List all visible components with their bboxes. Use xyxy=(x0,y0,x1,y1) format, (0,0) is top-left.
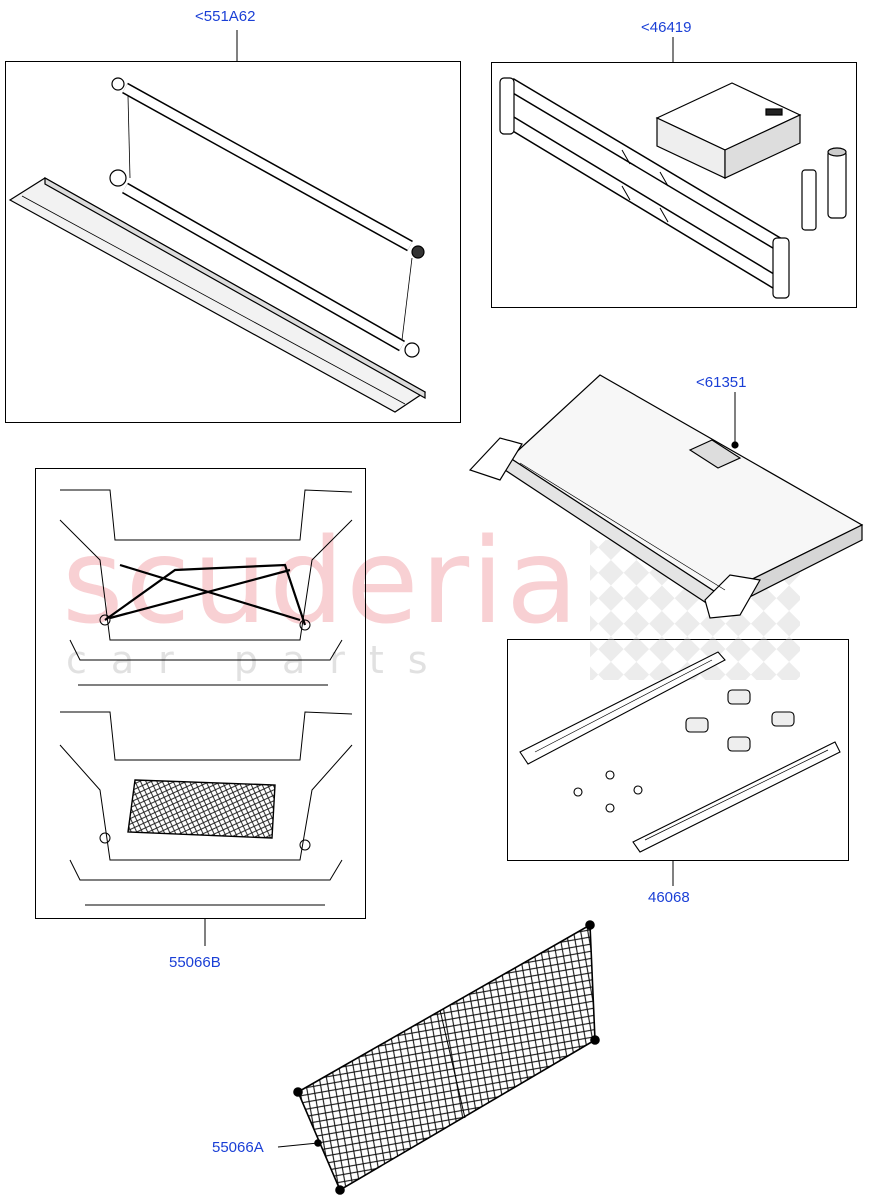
rails-kit-illustration xyxy=(519,651,841,853)
luggage-bar-illustration xyxy=(499,77,847,299)
leader-lines xyxy=(204,30,736,1148)
partition-net-illustration xyxy=(293,920,600,1195)
callout-luggage-bar[interactable]: <46419 xyxy=(641,19,692,36)
callout-shade[interactable]: <551A62 xyxy=(195,8,256,25)
callout-partition-net[interactable]: 55066A xyxy=(212,1139,264,1156)
box-floor-nets xyxy=(35,468,366,919)
floor-net-views xyxy=(59,489,353,906)
box-shade xyxy=(5,61,461,423)
box-luggage-bar xyxy=(491,62,857,308)
callout-rails[interactable]: 46068 xyxy=(648,889,690,906)
callout-load-cover[interactable]: <61351 xyxy=(696,374,747,391)
load-cover-illustration xyxy=(468,374,864,619)
rear-shade-illustration xyxy=(8,77,427,413)
callout-floor-nets[interactable]: 55066B xyxy=(169,954,221,971)
